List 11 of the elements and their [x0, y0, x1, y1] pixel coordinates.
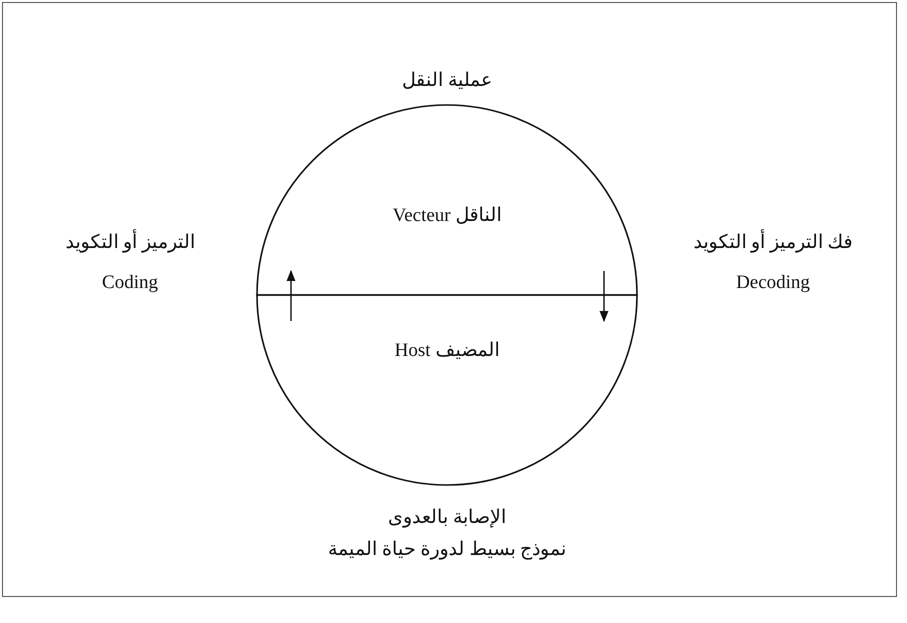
text-label: فك الترميز أو التكويد: [693, 230, 853, 254]
caption: نموذج بسيط لدورة حياة الميمة: [328, 538, 566, 561]
node-label: المضيف Host: [394, 339, 500, 362]
arrow: [286, 270, 296, 321]
text-label: عملية النقل: [402, 69, 492, 92]
arrow: [600, 271, 608, 322]
text-label: الإصابة بالعدوى: [388, 506, 506, 529]
text-label: Decoding: [736, 272, 810, 294]
text-label: Coding: [102, 272, 158, 294]
text-label: الترميز أو التكويد: [65, 230, 195, 254]
node-label: الناقل Vecteur: [392, 204, 502, 227]
